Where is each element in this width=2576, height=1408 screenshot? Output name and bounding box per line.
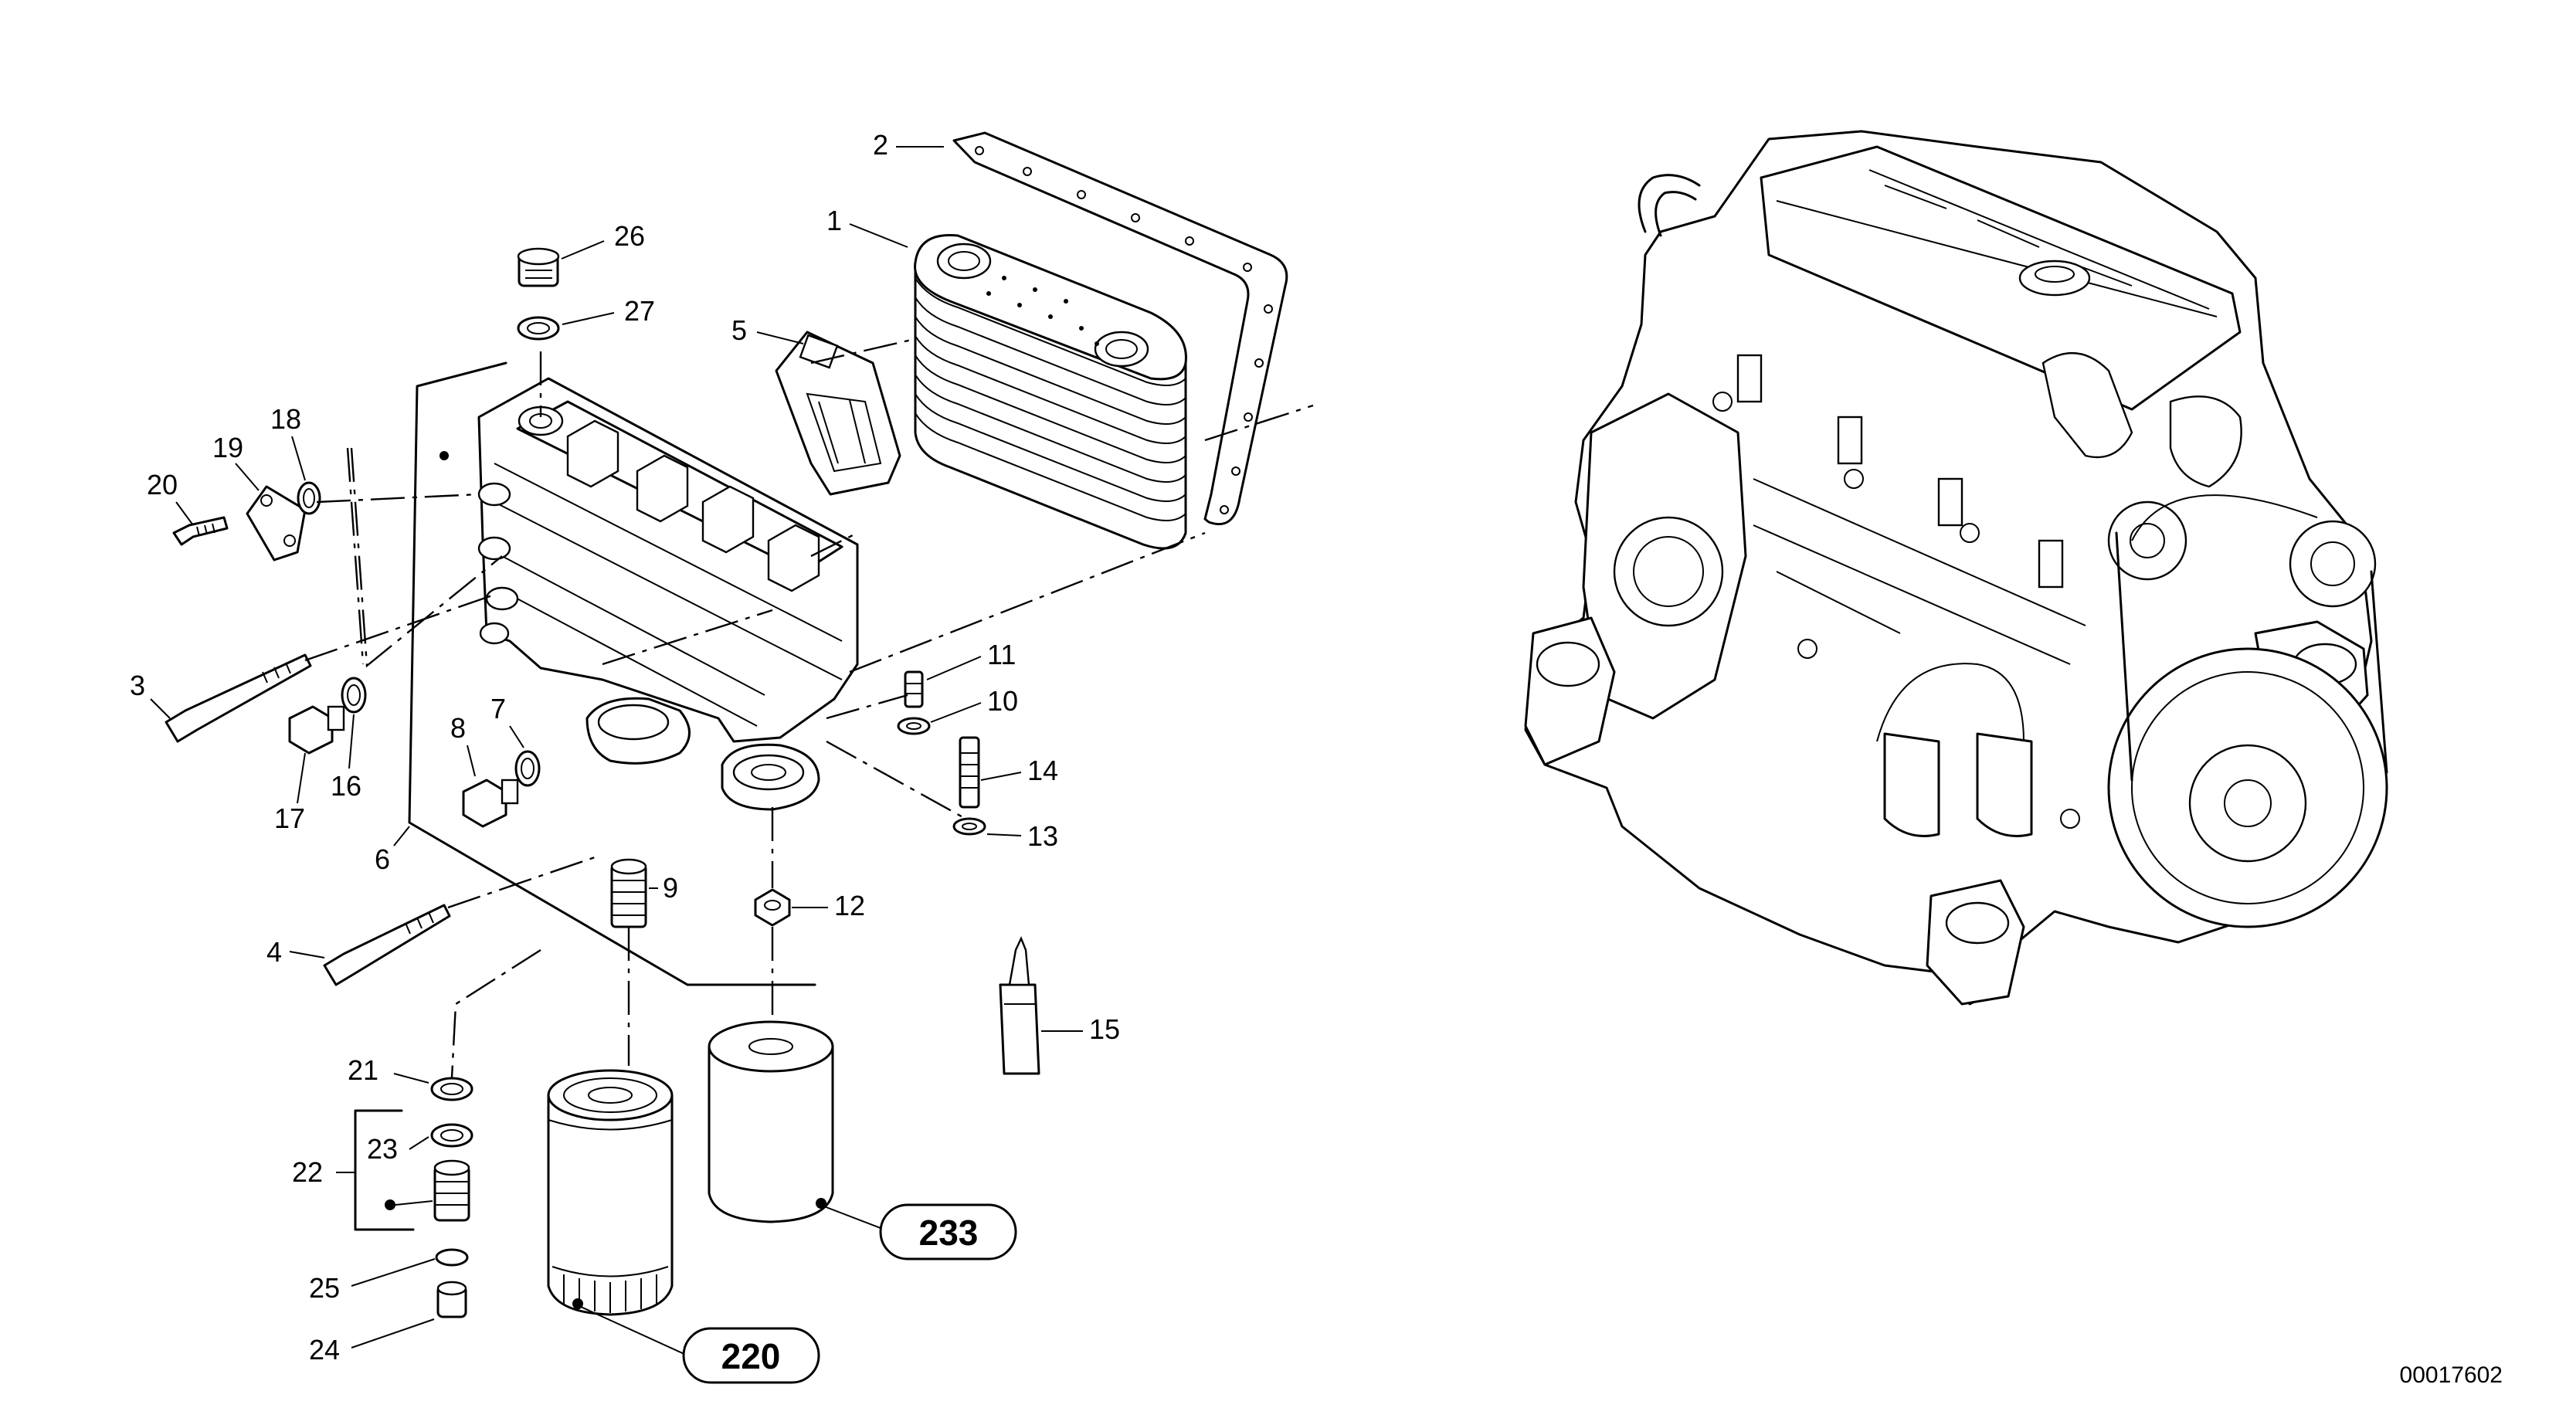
plug-24-part	[436, 1281, 467, 1318]
plug-8-part	[462, 779, 519, 828]
svg-text:27: 27	[624, 295, 655, 327]
svg-text:13: 13	[1027, 820, 1058, 852]
callout-12: 12	[792, 890, 865, 921]
callout-7: 7	[490, 693, 524, 748]
callout-4: 4	[266, 936, 325, 968]
callout-8: 8	[450, 712, 476, 777]
bolt-3-part	[165, 653, 312, 743]
washer-16-part	[341, 677, 367, 714]
callout-6: 6	[375, 826, 410, 875]
callout-9: 9	[649, 872, 678, 904]
svg-text:15: 15	[1089, 1013, 1120, 1045]
engine-overview-illustration	[1524, 130, 2388, 1006]
plug-26-part	[517, 247, 560, 287]
callout-26: 26	[561, 220, 645, 260]
callout-19: 19	[212, 432, 260, 491]
svg-text:233: 233	[919, 1213, 979, 1253]
svg-text:11: 11	[987, 639, 1016, 670]
svg-text:7: 7	[490, 693, 506, 724]
svg-text:9: 9	[663, 872, 678, 904]
washer-13-part	[952, 817, 986, 836]
seal-ring-25-part	[435, 1248, 469, 1267]
screw-20-part	[172, 516, 229, 546]
svg-text:24: 24	[309, 1334, 340, 1366]
seal-ring-21-part	[430, 1077, 473, 1101]
sealant-tube-15-part	[999, 935, 1040, 1075]
reference-220: 220	[580, 1306, 820, 1384]
drawing-number: 00017602	[2400, 1362, 2503, 1388]
callout-17: 17	[274, 752, 306, 834]
threaded-nipple-9-part	[610, 858, 647, 928]
svg-text:14: 14	[1027, 755, 1058, 786]
svg-text:18: 18	[270, 403, 301, 435]
callout-24: 24	[309, 1318, 435, 1366]
oil-filter-233-part	[708, 1020, 834, 1223]
reference-233: 233	[823, 1203, 1017, 1260]
callout-23: 23	[367, 1133, 429, 1165]
callout-5: 5	[731, 314, 804, 346]
oil-cooler-housing	[440, 377, 859, 811]
svg-text:5: 5	[731, 314, 747, 346]
svg-text:20: 20	[147, 469, 178, 500]
callout-2: 2	[873, 129, 944, 161]
callout-27: 27	[562, 295, 655, 327]
svg-text:3: 3	[130, 670, 145, 701]
callout-14: 14	[980, 755, 1058, 786]
callout-3: 3	[130, 670, 171, 719]
washer-10-part	[897, 717, 931, 735]
callout-13: 13	[986, 820, 1058, 852]
svg-text:2: 2	[873, 129, 888, 161]
seal-ring-27-part	[517, 316, 560, 341]
o-ring-18-part	[297, 481, 321, 515]
callout-25: 25	[309, 1258, 436, 1304]
nut-12-part	[754, 888, 791, 927]
svg-text:1: 1	[826, 205, 842, 236]
seal-ring-23-part	[430, 1123, 473, 1148]
svg-text:8: 8	[450, 712, 466, 744]
callout-16: 16	[331, 714, 361, 802]
bracket-6	[408, 361, 816, 986]
oil-filter-220-part	[547, 1069, 674, 1316]
svg-text:19: 19	[212, 432, 243, 463]
plug-17-part	[288, 705, 345, 755]
svg-text:21: 21	[348, 1054, 378, 1086]
svg-text:220: 220	[721, 1336, 781, 1376]
callout-15: 15	[1041, 1013, 1120, 1045]
callout-18: 18	[270, 403, 306, 481]
seal-7-part	[514, 750, 541, 787]
callout-10: 10	[930, 685, 1018, 723]
callout-labels: 1 2 3 4 5 6 7 8	[130, 129, 1120, 1366]
oil-cooler-assembly	[165, 131, 1314, 1318]
valve-22-part	[433, 1159, 470, 1222]
svg-text:17: 17	[274, 802, 305, 834]
callout-11: 11	[926, 639, 1016, 680]
bolt-4-part	[323, 904, 451, 986]
callout-22: 22	[292, 1156, 355, 1188]
bracket-22	[354, 1109, 415, 1231]
svg-text:26: 26	[614, 220, 645, 252]
cover-plate-19-part	[246, 485, 307, 562]
callout-20: 20	[147, 469, 194, 526]
svg-text:10: 10	[987, 685, 1018, 717]
svg-text:23: 23	[367, 1133, 398, 1165]
svg-text:6: 6	[375, 843, 390, 875]
fitting-11-part	[904, 670, 924, 708]
svg-text:25: 25	[309, 1272, 340, 1304]
svg-text:22: 22	[292, 1156, 323, 1188]
cooler-core-part	[914, 233, 1187, 550]
callout-21: 21	[348, 1054, 429, 1086]
callout-1: 1	[826, 205, 908, 248]
svg-text:12: 12	[834, 890, 865, 921]
fitting-14-part	[959, 736, 980, 809]
gasket-part	[952, 131, 1288, 526]
svg-text:16: 16	[331, 770, 361, 802]
svg-text:4: 4	[266, 936, 282, 968]
